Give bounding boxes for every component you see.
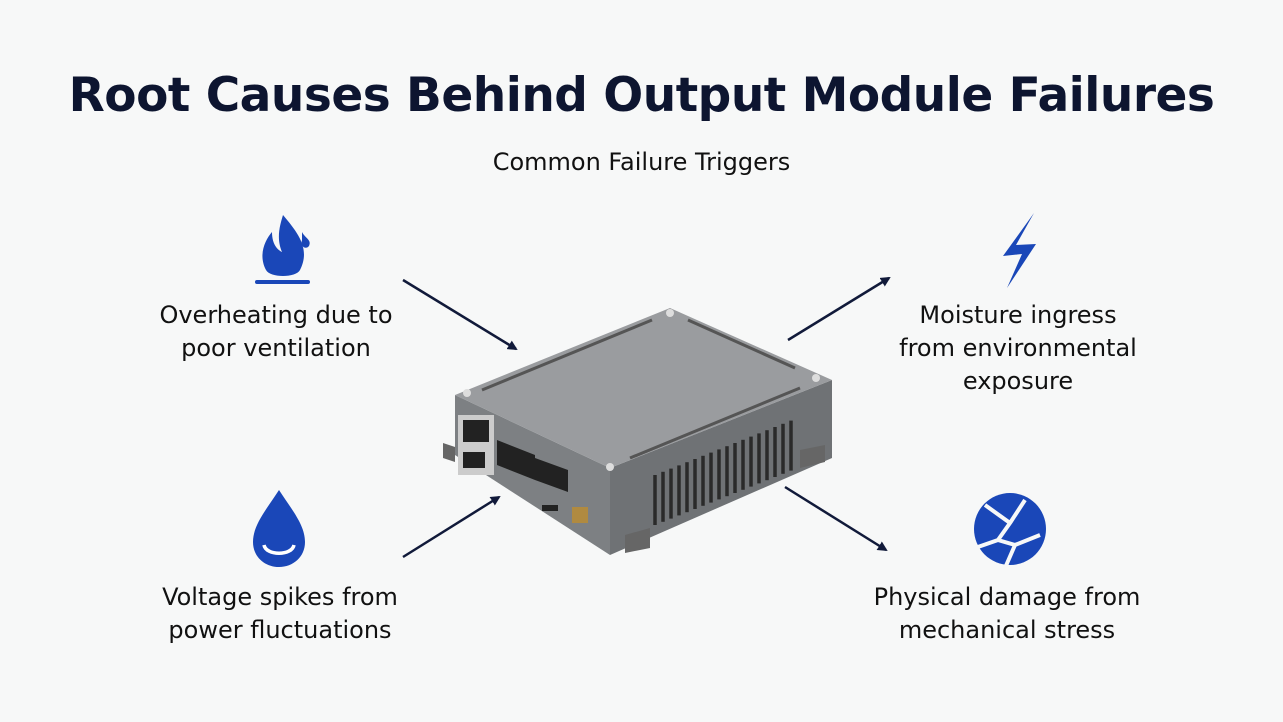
label-line: Moisture ingress bbox=[919, 301, 1117, 329]
arrow-bottom-right bbox=[784, 485, 888, 552]
label-line: Overheating due to bbox=[159, 301, 393, 329]
cause-physical-damage: Physical damage from mechanical stress bbox=[847, 581, 1167, 647]
arrow-top-left bbox=[402, 278, 518, 351]
label-line: power fluctuations bbox=[168, 616, 392, 644]
subtitle: Common Failure Triggers bbox=[492, 148, 791, 176]
label-line: Voltage spikes from bbox=[162, 583, 398, 611]
page-title: Root Causes Behind Output Module Failure… bbox=[68, 68, 1215, 123]
label-line: Physical damage from bbox=[873, 583, 1141, 611]
cracked-circle-icon bbox=[974, 493, 1046, 569]
label-line: mechanical stress bbox=[898, 616, 1116, 644]
arrow-top-right bbox=[787, 276, 891, 342]
label-line: poor ventilation bbox=[181, 334, 371, 362]
cause-voltage-spikes: Voltage spikes from power fluctuations bbox=[120, 581, 440, 647]
lightning-bolt-icon bbox=[1003, 213, 1036, 288]
label-line: exposure bbox=[962, 367, 1074, 395]
flame-icon bbox=[255, 215, 310, 284]
label-line: from environmental bbox=[899, 334, 1137, 362]
arrow-bottom-left bbox=[402, 495, 501, 559]
water-drop-icon bbox=[253, 490, 305, 567]
cause-moisture: Moisture ingress from environmental expo… bbox=[858, 299, 1178, 398]
cause-overheating: Overheating due to poor ventilation bbox=[116, 299, 436, 365]
output-module-device bbox=[443, 308, 832, 555]
